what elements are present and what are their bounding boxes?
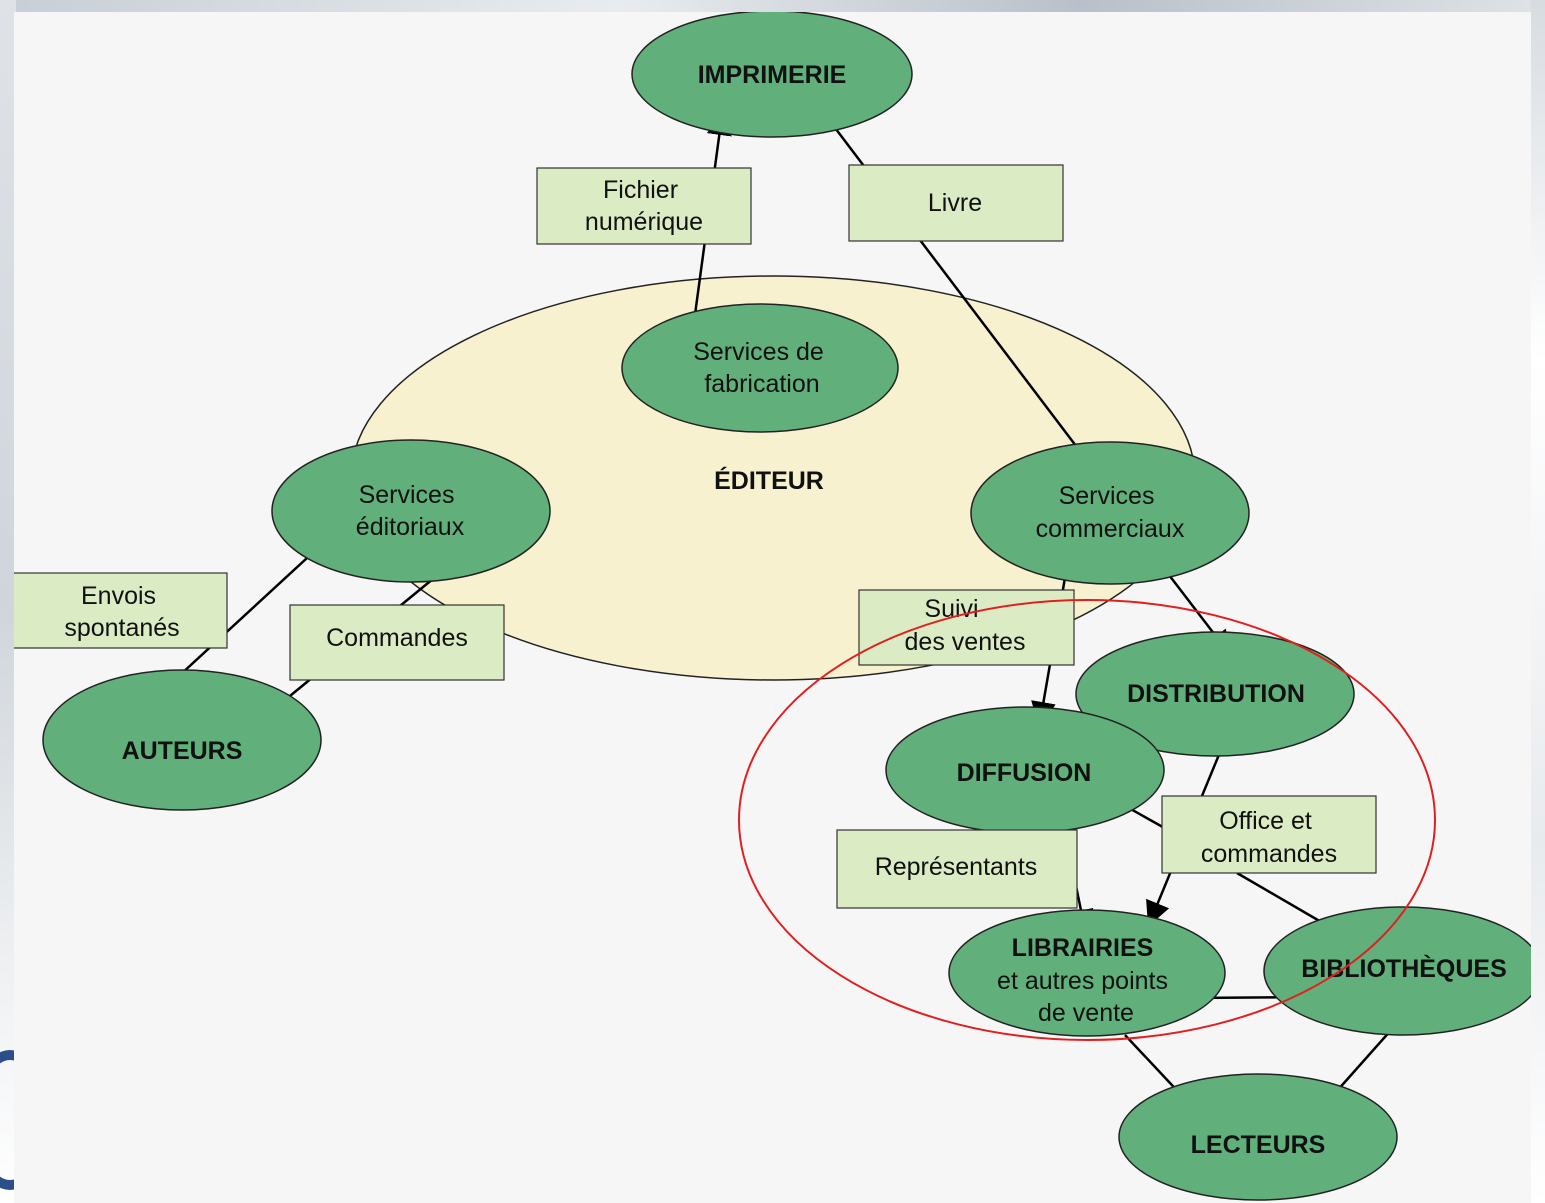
label-box-fichier-numerique: Fichier numérique (536, 167, 752, 245)
background-strip-right (1531, 0, 1545, 1203)
services-fabrication-line-1: Services de (693, 338, 824, 366)
svg-text:LECTEURS: LECTEURS (1191, 1131, 1326, 1159)
representants-label: Représentants (875, 853, 1038, 881)
fichier-numerique-line-2: numérique (585, 208, 703, 236)
svg-text:DISTRIBUTION: DISTRIBUTION (1127, 680, 1305, 708)
svg-text:Services commerciaux: Services commerciaux (1036, 482, 1185, 543)
node-lecteurs: LECTEURS (1118, 1073, 1398, 1201)
highlight-circle (738, 599, 1436, 1041)
bibliotheques-label: BIBLIOTHÈQUES (1301, 954, 1507, 983)
node-bibliotheques: BIBLIOTHÈQUES (1263, 906, 1531, 1036)
svg-text:Représentants: Représentants (875, 853, 1038, 881)
svg-text:LIBRAIRIES et autres poi: LIBRAIRIES et autres points de vente (997, 934, 1175, 1027)
auteurs-label: AUTEURS (122, 737, 243, 765)
label-box-representants: Représentants (836, 829, 1078, 909)
node-services-commerciaux: Services commerciaux (970, 441, 1250, 585)
svg-text:Fichier numérique: Fichier numérique (585, 176, 703, 236)
node-distribution: DISTRIBUTION (1075, 631, 1355, 757)
label-box-envois-spontanes: Envois spontanés (14, 572, 228, 649)
livre-label: Livre (928, 189, 982, 217)
suivi-des-ventes-line-1: Suivi (924, 595, 978, 623)
node-diffusion: DIFFUSION (885, 706, 1165, 834)
diagram-canvas: ÉDITEUR IMPRIMERIE Services de fabricati… (14, 12, 1531, 1203)
node-services-editoriaux: Services éditoriaux (271, 439, 551, 583)
librairies-line-1: LIBRAIRIES (1012, 934, 1154, 962)
node-librairies: LIBRAIRIES et autres points de vente (948, 909, 1226, 1037)
label-box-office-et-commandes: Office et commandes (1161, 795, 1377, 874)
node-auteurs: AUTEURS (42, 669, 322, 811)
editeur-label: ÉDITEUR (714, 466, 824, 495)
svg-text:Livre: Livre (928, 189, 982, 217)
imprimerie-label: IMPRIMERIE (698, 61, 847, 89)
commandes-label: Commandes (326, 624, 468, 652)
office-et-commandes-line-2: commandes (1201, 840, 1337, 868)
envois-spontanes-line-2: spontanés (64, 614, 179, 642)
diffusion-label: DIFFUSION (957, 759, 1092, 787)
svg-text:Commandes: Commandes (326, 624, 468, 652)
background-strip-top (0, 0, 1545, 12)
background-strip-left (0, 0, 16, 1203)
office-et-commandes-line-1: Office et (1219, 807, 1312, 835)
envois-spontanes-line-1: Envois (81, 582, 156, 610)
services-editoriaux-line-1: Services (359, 481, 455, 509)
services-commerciaux-line-2: commerciaux (1036, 515, 1185, 543)
publishing-chain-diagram: ÉDITEUR IMPRIMERIE Services de fabricati… (14, 12, 1531, 1201)
svg-text:IMPRIMERIE: IMPRIMERIE (698, 61, 847, 89)
suivi-des-ventes-line-2: des ventes (905, 628, 1026, 656)
librairies-line-2: et autres points (997, 967, 1168, 995)
svg-text:BIBLIOTHÈQUES: BIBLIOTHÈQUES (1301, 954, 1507, 983)
node-services-fabrication: Services de fabrication (621, 303, 899, 433)
svg-text:Office et commandes: Office et commandes (1201, 807, 1337, 868)
svg-text:DIFFUSION: DIFFUSION (957, 759, 1092, 787)
services-editoriaux-line-2: éditoriaux (356, 513, 465, 541)
node-imprimerie: IMPRIMERIE (631, 12, 913, 138)
svg-text:Envois spontanés: Envois spontanés (64, 582, 179, 642)
svg-text:Services de fabrication: Services de fabrication (693, 338, 831, 398)
services-fabrication-line-2: fabrication (704, 370, 819, 398)
fichier-numerique-line-1: Fichier (603, 176, 678, 204)
label-box-commandes: Commandes (289, 604, 505, 681)
lecteurs-label: LECTEURS (1191, 1131, 1326, 1159)
services-commerciaux-line-1: Services (1059, 482, 1155, 510)
svg-text:Services éditoriaux: Services éditoriaux (356, 481, 465, 541)
librairies-line-3: de vente (1038, 999, 1134, 1027)
distribution-label: DISTRIBUTION (1127, 680, 1305, 708)
svg-text:AUTEURS: AUTEURS (122, 737, 243, 765)
label-box-livre: Livre (848, 164, 1064, 242)
